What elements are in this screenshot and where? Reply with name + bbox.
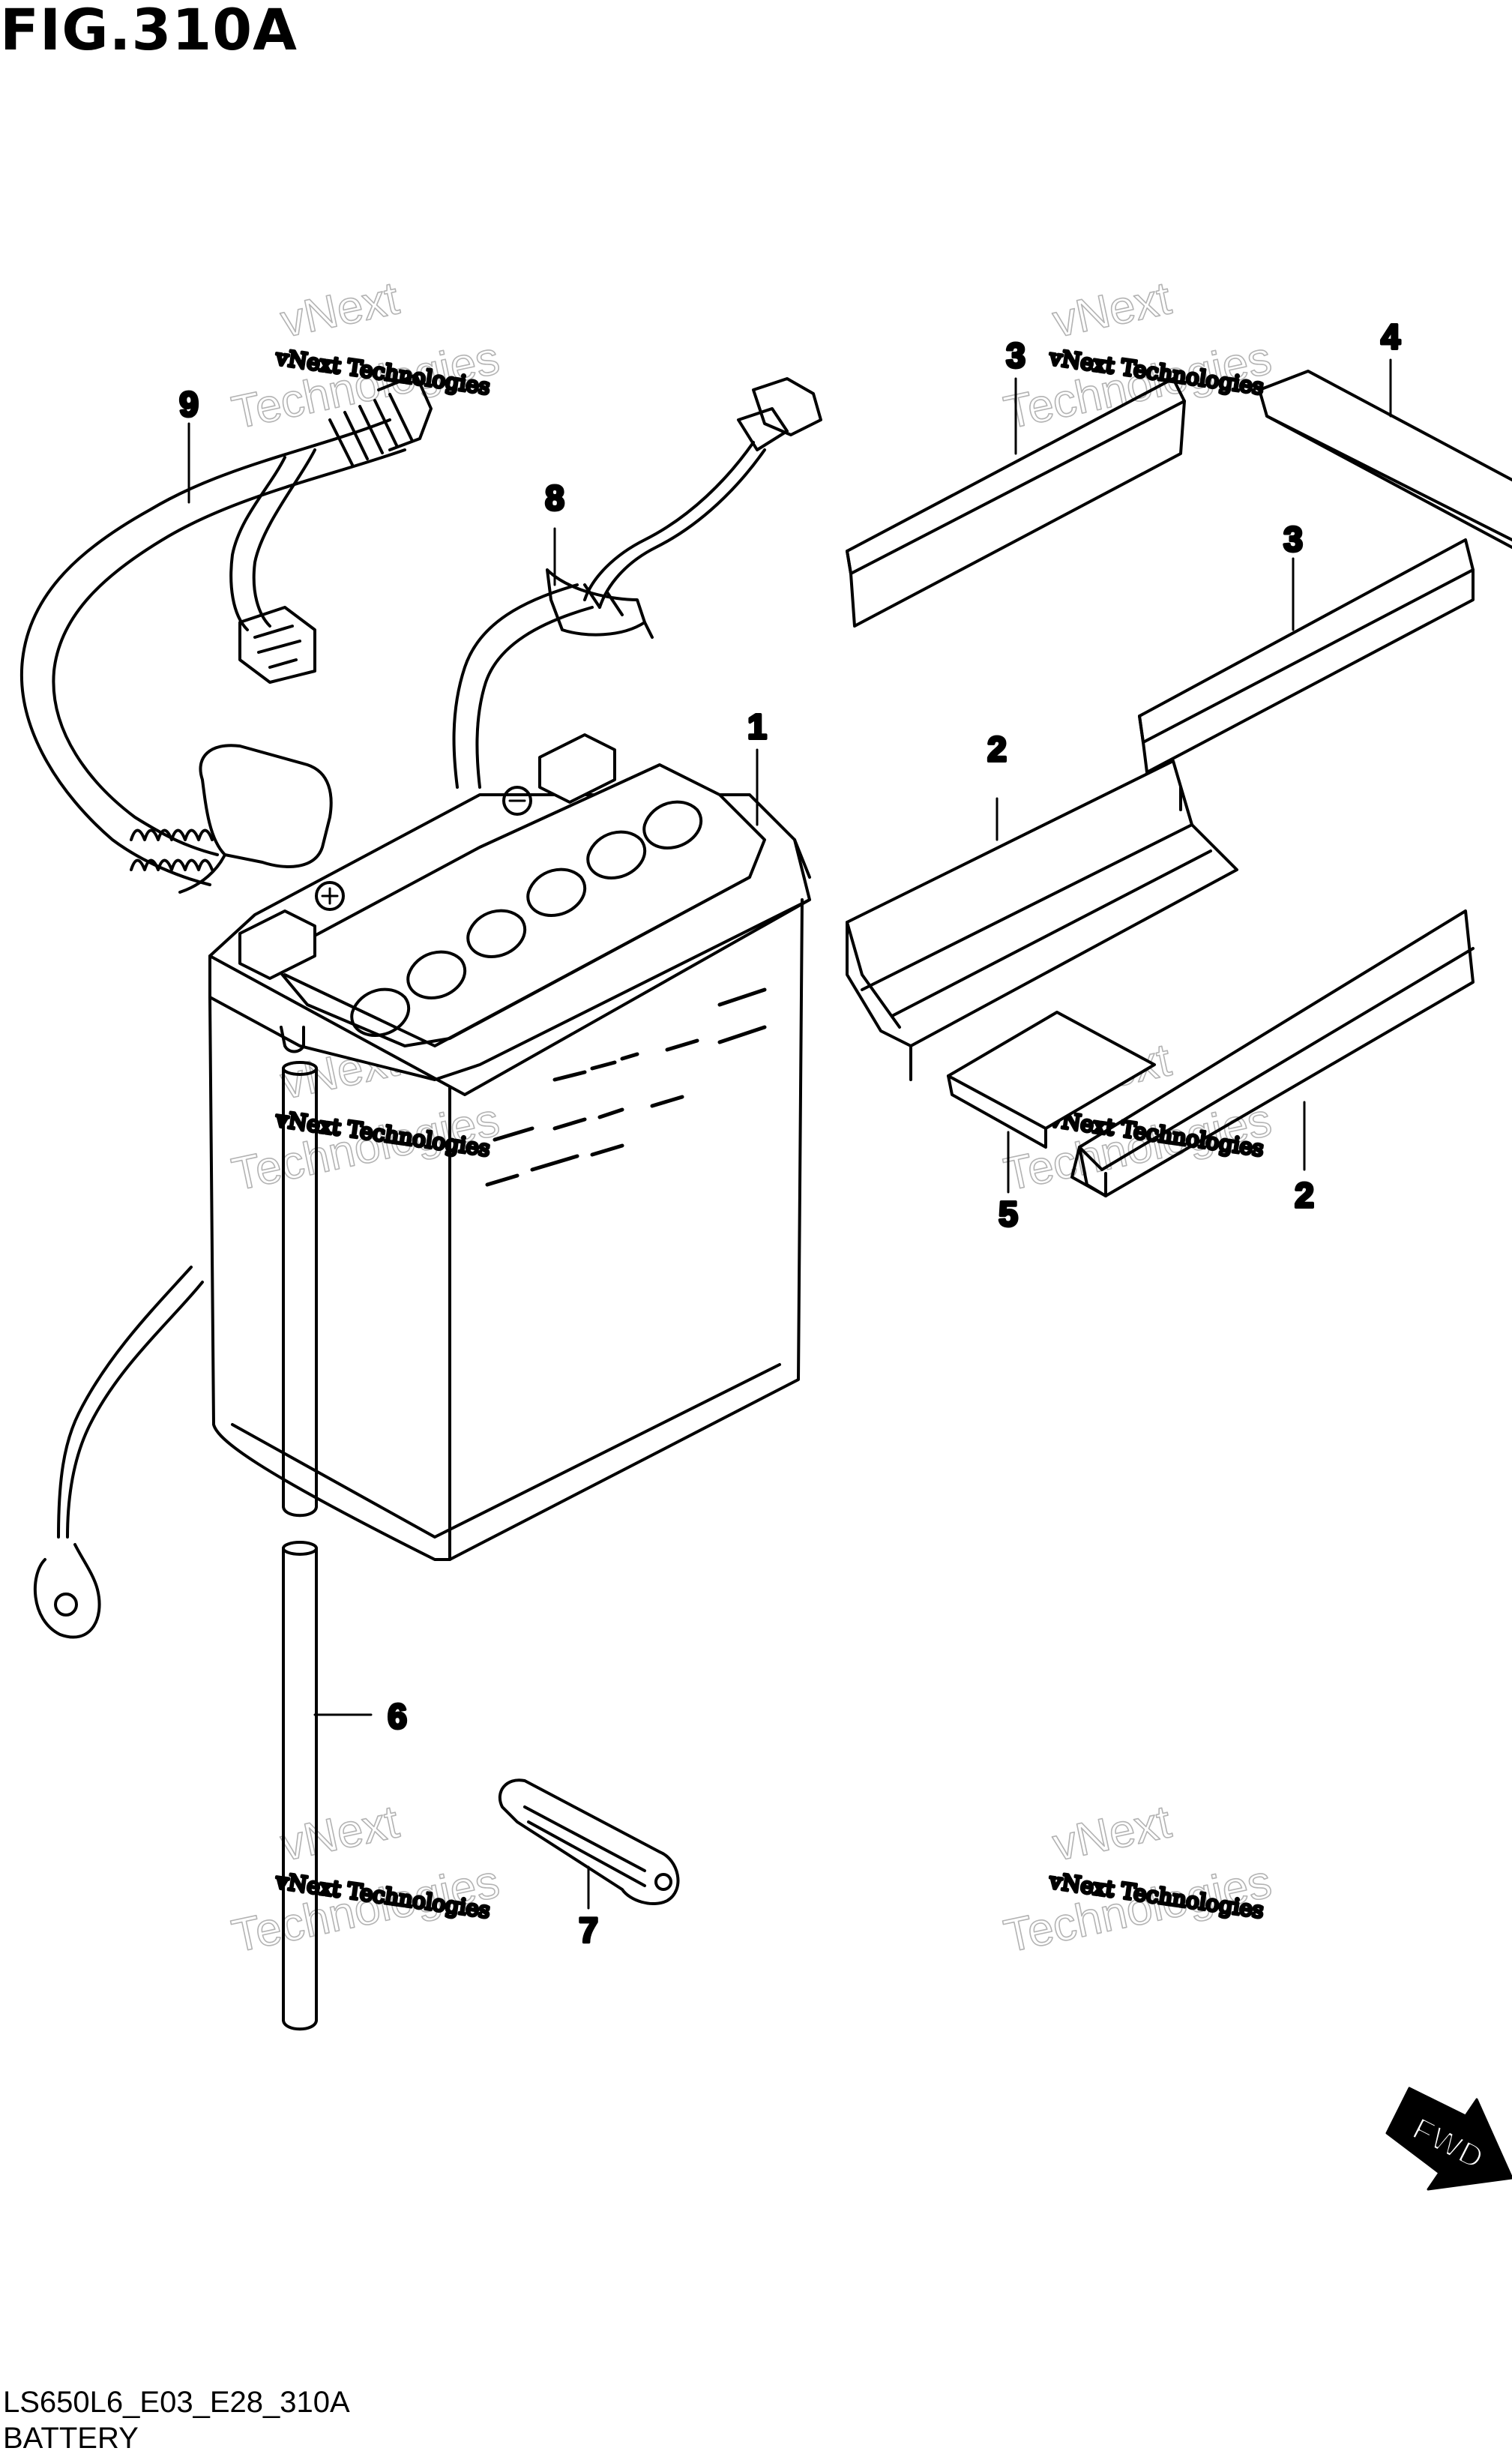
figure-title: FIG.310A <box>0 0 298 63</box>
callout-5: 5 <box>999 1194 1018 1233</box>
figure-code: LS650L6_E03_E28_310A <box>3 2386 350 2419</box>
callout-6: 6 <box>388 1697 407 1736</box>
watermark-bottom-right: vNext Technologies vNext Technologies <box>999 1795 1277 1963</box>
leader-lines <box>187 358 1392 1910</box>
part-9-battery-cable <box>19 373 433 894</box>
callout-7: 7 <box>579 1910 598 1949</box>
part-5-pad <box>947 1011 1156 1149</box>
callout-9: 9 <box>179 385 199 424</box>
watermark-top-right: vNext Technologies vNext Technologies <box>999 271 1277 439</box>
watermark-bottom-left: vNext Technologies vNext Technologies <box>227 1795 504 1963</box>
forward-direction-arrow: FWD <box>1385 2087 1512 2191</box>
svg-text:vNext: vNext <box>277 272 403 347</box>
watermark-mid-left: vNext Technologies vNext Technologies <box>227 1033 504 1201</box>
callout-8: 8 <box>545 478 564 517</box>
part-7-battery-band <box>498 1778 680 1905</box>
part-4-pad <box>1258 370 1512 549</box>
callout-2-lower: 2 <box>1295 1176 1314 1215</box>
part-6-breather-tube <box>282 1061 318 2031</box>
ground-wire <box>33 1266 204 1639</box>
callout-3-upper: 3 <box>1006 336 1025 375</box>
svg-text:vNext: vNext <box>1049 1796 1175 1871</box>
part-8-sub-harness <box>452 377 822 789</box>
watermark-top-left: vNext Technologies vNext Technologies <box>227 271 504 439</box>
svg-text:vNext: vNext <box>1049 272 1175 347</box>
callout-1: 1 <box>747 707 767 746</box>
callout-3-lower: 3 <box>1283 520 1303 559</box>
figure-name: BATTERY <box>3 2422 139 2455</box>
part-2-case-upper <box>846 760 1238 1081</box>
callout-2-upper: 2 <box>987 730 1007 769</box>
svg-text:vNext: vNext <box>277 1796 403 1871</box>
part-2-case-lower <box>1070 909 1475 1197</box>
part-3-pad-lower <box>1138 538 1475 774</box>
part-3-pad-upper <box>846 377 1186 628</box>
callout-4: 4 <box>1381 317 1400 356</box>
part-1-battery <box>208 733 811 1561</box>
